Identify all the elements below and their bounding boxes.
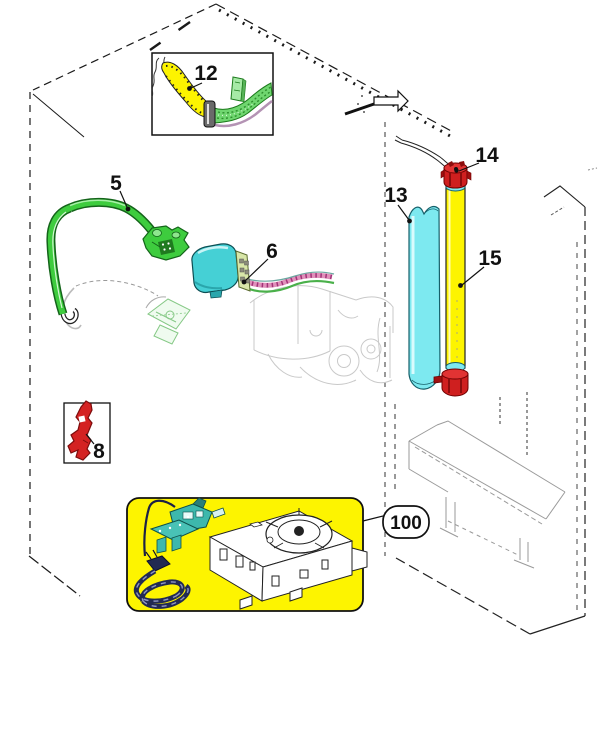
leader-13 (397, 204, 410, 221)
cabinet-outline (28, 3, 598, 635)
part-14-cap-top (440, 161, 472, 189)
leader-14 (458, 162, 480, 172)
label-part-5: 5 (110, 172, 122, 195)
part-12-clamp (203, 100, 216, 128)
label-part-6: 6 (266, 240, 278, 263)
part-13-channel (408, 205, 441, 390)
label-part-8: 8 (93, 440, 105, 463)
part-8-red-part (67, 400, 93, 461)
part-12-wire-curl (151, 57, 160, 98)
label-part-100: 100 (390, 513, 422, 534)
part-14-wire (400, 142, 448, 169)
part-100-switch (143, 497, 226, 557)
leader-8 (85, 433, 95, 445)
label-part-15: 15 (478, 247, 502, 270)
part-5-group: 5 (46, 172, 190, 325)
label-part-14: 14 (475, 144, 499, 167)
part-6-wire-harness (246, 272, 333, 288)
part-14-cap-bottom (433, 368, 469, 397)
part-12-shade (214, 100, 273, 128)
label-part-12: 12 (194, 62, 217, 85)
ghost-assembly-center (249, 284, 394, 385)
part-8-group: 8 (63, 400, 111, 464)
part-6-group: 6 (191, 240, 335, 299)
console-shelf-outline (408, 420, 566, 569)
part-12-group: 12 (151, 52, 274, 136)
part-100-power-cord (133, 549, 191, 609)
ghost-assembly-left (61, 279, 191, 345)
leader-6 (244, 258, 269, 282)
top-right-mount-arrow (344, 89, 409, 116)
part-100-group: 100 (126, 497, 430, 612)
leader-15 (461, 266, 485, 286)
callout-100-badge (382, 505, 430, 539)
label-part-13: 13 (384, 184, 407, 207)
part-13-15-group: 13 14 15 (384, 135, 502, 397)
leader-100 (362, 515, 384, 522)
part-100-gearbox (208, 508, 368, 610)
leader-5 (119, 190, 128, 208)
leader-12 (190, 82, 203, 89)
